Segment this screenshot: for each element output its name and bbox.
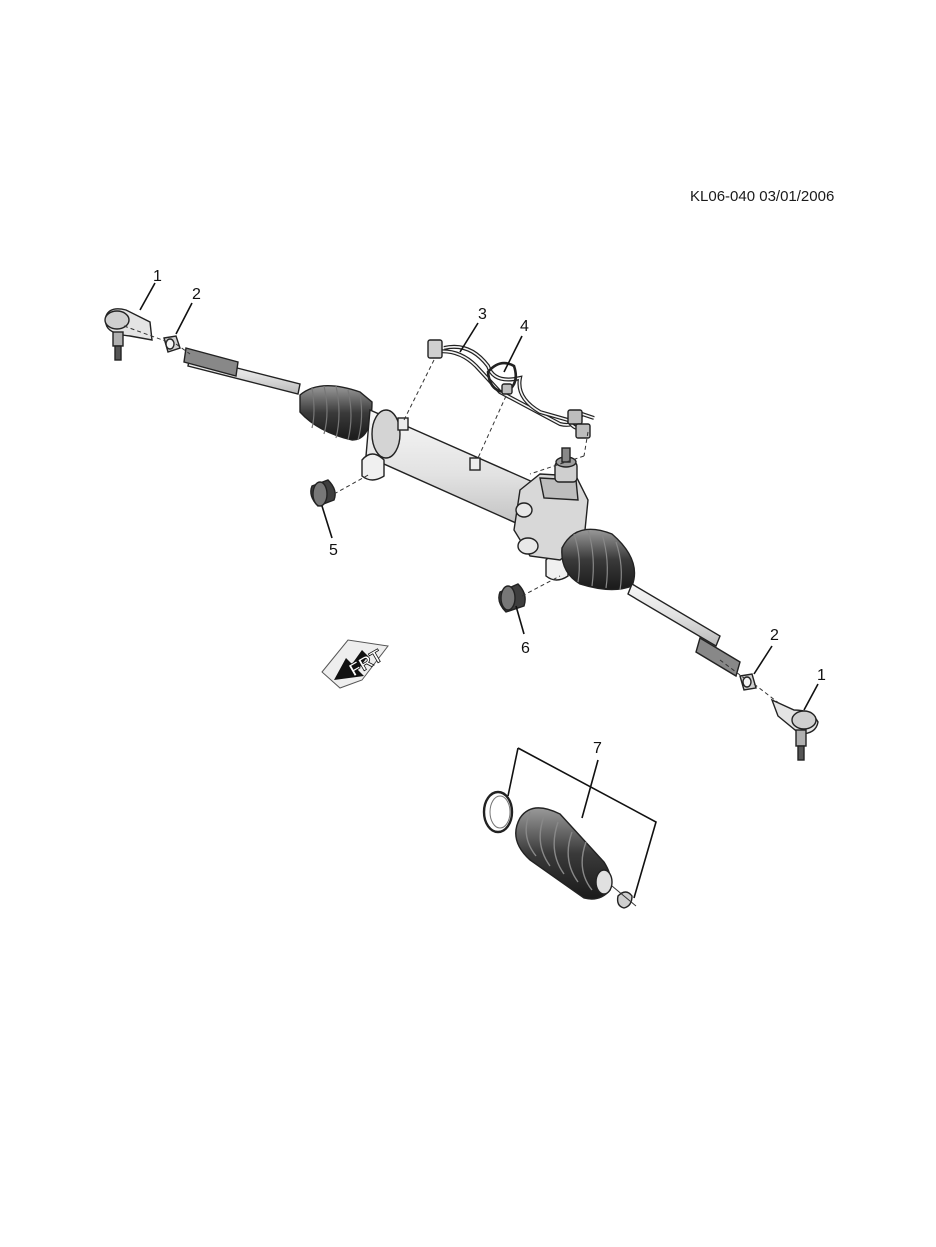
callout-5: 5 bbox=[329, 542, 338, 559]
callout-1-left: 1 bbox=[153, 268, 162, 285]
boot-clamp-small bbox=[616, 891, 633, 909]
drawing-id: KL06-040 03/01/2006 bbox=[690, 188, 835, 205]
leader-lines bbox=[139, 282, 819, 899]
callout-2-right: 2 bbox=[770, 627, 779, 644]
callout-7: 7 bbox=[593, 740, 602, 757]
tie-rod-end-left bbox=[104, 308, 153, 361]
callout-3: 3 bbox=[478, 306, 487, 323]
boot-clamp-large bbox=[482, 790, 514, 834]
alignment-lines bbox=[123, 325, 781, 705]
jam-nut-right bbox=[739, 673, 757, 691]
tie-rod-end-right bbox=[770, 698, 819, 761]
rack-housing bbox=[183, 347, 741, 678]
jam-nut-left bbox=[163, 335, 181, 353]
callout-1-right: 1 bbox=[817, 667, 826, 684]
front-arrow-icon bbox=[334, 650, 368, 680]
callout-4: 4 bbox=[520, 318, 529, 335]
callout-2-left: 2 bbox=[192, 286, 201, 303]
front-indicator: FRT bbox=[321, 639, 389, 689]
right-boot bbox=[561, 528, 636, 591]
callout-6: 6 bbox=[521, 640, 530, 657]
boot-kit bbox=[482, 790, 637, 909]
mount-bushing-right bbox=[498, 583, 526, 613]
left-boot bbox=[299, 384, 373, 441]
return-line bbox=[443, 344, 591, 439]
mount-bushing-left bbox=[310, 479, 336, 507]
callout-labels: 1 2 3 4 5 6 2 1 7 bbox=[153, 268, 826, 757]
